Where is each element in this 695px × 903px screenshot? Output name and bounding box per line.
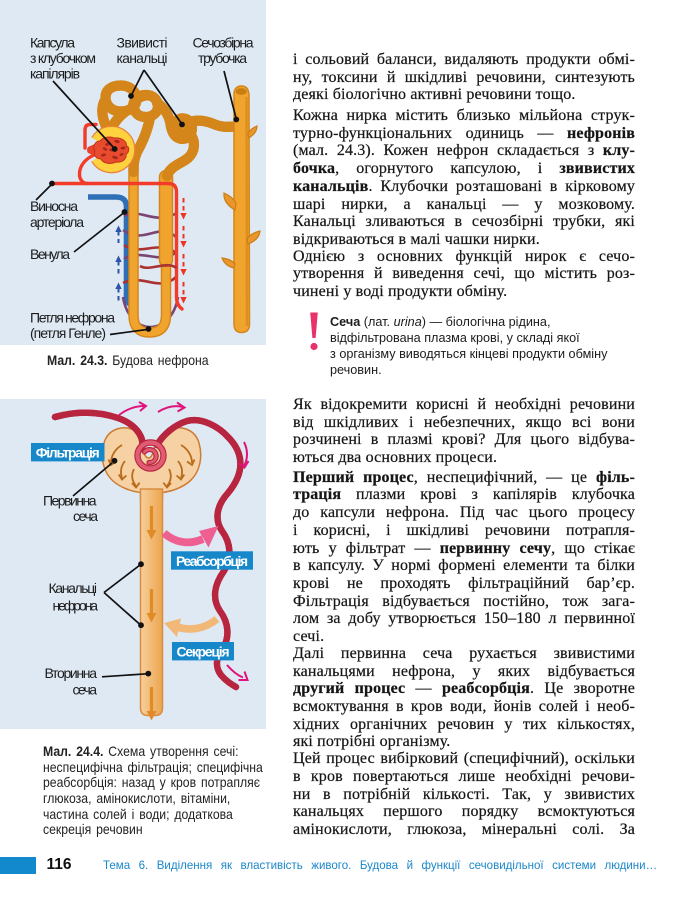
svg-text:артеріола: артеріола [30,214,84,230]
svg-text:Канальці: Канальці [49,580,98,596]
svg-text:нефрона: нефрона [53,598,99,614]
svg-text:канальці: канальці [117,50,168,66]
svg-text:Капсула: Капсула [30,35,75,51]
svg-text:(петля Генле): (петля Генле) [30,325,106,341]
svg-text:Реабсорбція: Реабсорбція [176,554,248,569]
svg-text:Секреція: Секреція [177,645,230,660]
svg-text:Виносна: Виносна [30,198,78,214]
svg-text:капілярів: капілярів [30,66,80,82]
svg-text:Сечозбірна: Сечозбірна [193,35,254,51]
svg-text:сеча: сеча [73,508,98,524]
svg-text:Венула: Венула [30,246,70,262]
svg-text:трубочка: трубочка [198,50,247,66]
svg-text:з клубочком: з клубочком [30,50,96,66]
svg-text:Первинна: Первинна [43,493,97,509]
svg-text:сеча: сеча [73,682,98,698]
svg-text:Фільтрація: Фільтрація [36,446,100,461]
svg-text:Петля нефрона: Петля нефрона [30,310,115,326]
svg-text:Звивисті: Звивисті [117,35,168,51]
svg-text:Вторинна: Вторинна [45,665,98,681]
